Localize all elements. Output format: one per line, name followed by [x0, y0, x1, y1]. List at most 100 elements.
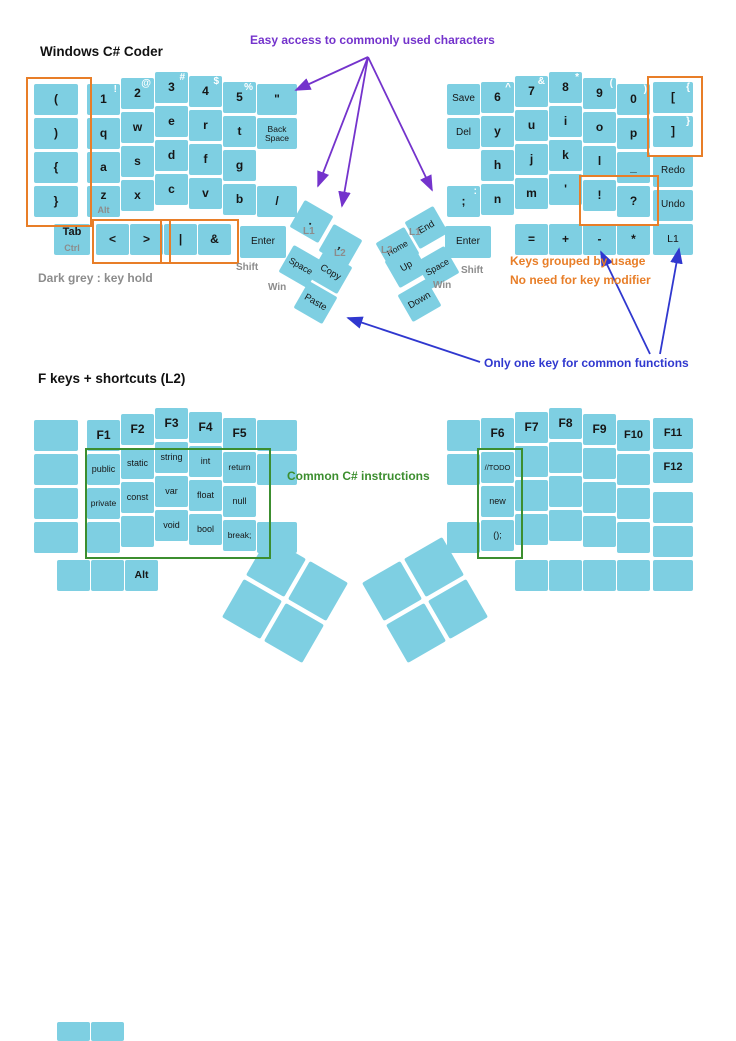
key-label: a — [100, 160, 107, 175]
key-i: i — [549, 106, 582, 137]
key-return: return — [223, 452, 256, 483]
key-minus: - — [583, 224, 616, 255]
key-ampersand: & — [198, 224, 231, 255]
key-shift-label: % — [244, 82, 253, 93]
key-null: null — [223, 486, 256, 517]
key-label: Space — [423, 256, 451, 278]
key-save: Save — [447, 84, 480, 115]
key-label: 7 — [528, 84, 535, 99]
key-plus: + — [549, 224, 582, 255]
key-label: c — [168, 182, 175, 197]
key-void: void — [155, 510, 188, 541]
key-f9: F9 — [583, 414, 616, 445]
key-u: u — [515, 110, 548, 141]
key-shift-label: $ — [213, 76, 219, 87]
key-blank — [91, 560, 124, 591]
key-blank — [515, 514, 548, 545]
key-blank — [57, 560, 90, 591]
key-f10: F10 — [617, 420, 650, 451]
key-g: g — [223, 150, 256, 181]
key-r: r — [189, 110, 222, 141]
key-label: { — [53, 160, 59, 175]
key-label: e — [168, 114, 175, 129]
key-label: //TODO — [484, 462, 511, 472]
key-label: F9 — [592, 422, 607, 437]
key-j: j — [515, 144, 548, 175]
key-k: k — [549, 140, 582, 171]
key-apostrophe: ' — [549, 174, 582, 205]
key-label: 4 — [202, 84, 209, 99]
key-shift-label: ) — [643, 84, 647, 95]
annotation-dark-grey-key-hold: Dark grey : key hold — [38, 271, 153, 285]
key-label: x — [134, 188, 141, 203]
key-label: F1 — [96, 428, 111, 443]
key-underscore: _ — [617, 152, 650, 183]
key-e: e — [155, 106, 188, 137]
key-hold-label: Ctrl — [64, 243, 80, 253]
key-static: static — [121, 448, 154, 479]
key-double-quote: " — [257, 84, 297, 115]
key-label: L1 — [667, 232, 679, 245]
key-label: i — [563, 114, 568, 129]
key-d: d — [155, 140, 188, 171]
key-shift-label: { — [686, 82, 690, 93]
key-open-paren: ( — [34, 84, 78, 115]
key-label: Back Space — [264, 123, 290, 143]
key-shift-label: & — [537, 76, 545, 87]
key-blank — [91, 1022, 124, 1041]
key-label: t — [237, 124, 242, 139]
key-blank — [515, 560, 548, 591]
key-exclamation: ! — [583, 180, 616, 211]
key-label: < — [108, 232, 116, 247]
key-label: Enter — [456, 235, 480, 247]
key-q: q — [87, 118, 120, 149]
key-label: F4 — [198, 420, 213, 435]
key-blank — [583, 560, 616, 591]
key-o: o — [583, 112, 616, 143]
key-blank — [583, 448, 616, 479]
key-blank — [583, 516, 616, 547]
key-enter: Enter — [445, 226, 491, 258]
key-label: w — [132, 120, 143, 135]
key-slash: / — [257, 186, 297, 217]
key-label: const — [126, 491, 149, 502]
key-close-brace: } — [34, 186, 78, 217]
key-l1: L1 — [653, 224, 693, 255]
key-f4: F4 — [189, 412, 222, 443]
key-label: z — [100, 188, 107, 202]
key-label: Undo — [661, 199, 685, 211]
key-blank — [617, 454, 650, 485]
key-label: > — [142, 232, 150, 247]
key-blank — [583, 482, 616, 513]
key-label: r — [203, 118, 208, 133]
key-label: Redo — [661, 165, 685, 177]
key-blank — [34, 420, 78, 451]
key-label: - — [597, 232, 602, 247]
key-f5: F5 — [223, 418, 256, 449]
key-label: d — [167, 148, 176, 163]
key-blank — [121, 516, 154, 547]
key-label: ? — [629, 194, 638, 209]
key-f2: F2 — [121, 414, 154, 445]
key-label: public — [91, 463, 116, 474]
key-f3: F3 — [155, 408, 188, 439]
key-var: var — [155, 476, 188, 507]
key-label: Del — [455, 127, 471, 139]
key-label: j — [529, 152, 534, 167]
key-f: f — [189, 144, 222, 175]
key-label: bool — [196, 523, 214, 534]
key-string: string — [155, 442, 188, 473]
key-blank — [653, 526, 693, 557]
key-label: Alt — [134, 568, 149, 581]
key-label: | — [178, 232, 183, 247]
key-blank — [617, 522, 650, 553]
key-label: int — [200, 455, 211, 466]
key-label: l — [597, 154, 602, 169]
key-semicolon: ;: — [447, 186, 480, 217]
key-label: } — [53, 194, 59, 209]
key-f11: F11 — [653, 418, 693, 449]
key-label: void — [163, 519, 180, 530]
hold-label-shift: Shift — [236, 262, 259, 273]
key-label: 2 — [134, 86, 141, 101]
key-label: ( — [54, 92, 58, 107]
